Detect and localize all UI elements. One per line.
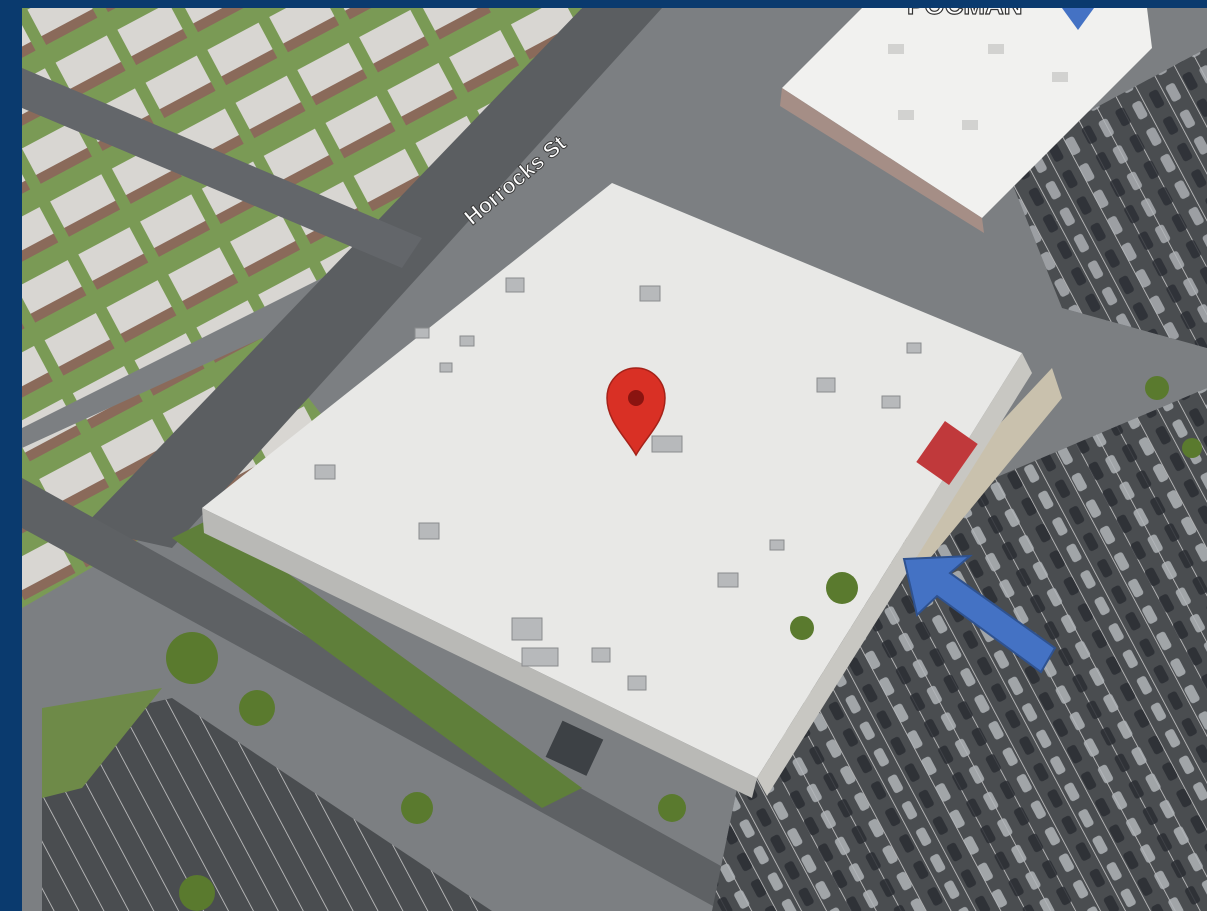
store-roof <box>202 183 1022 778</box>
sidewalk <box>902 368 1062 568</box>
blue-arrow-icon <box>902 554 1057 674</box>
store-entrance-sign <box>545 720 604 776</box>
neighbor-store-wall <box>780 88 984 233</box>
neighbor-roof-units <box>888 44 1068 130</box>
parked-cars <box>712 388 1207 911</box>
trees <box>166 376 1202 911</box>
store-wall-south <box>202 508 757 798</box>
parking-lot-southwest <box>42 698 492 911</box>
red-location-pin-icon[interactable] <box>606 367 666 457</box>
rooftop-hvac-units <box>314 277 922 691</box>
horrocks-street <box>82 8 662 548</box>
neighbor-store-roof <box>782 8 1152 218</box>
top-arrow-partial-icon <box>1062 8 1094 30</box>
target-sign <box>916 421 978 485</box>
satellite-map-view[interactable]: POCMAN Horrocks St <box>22 8 1207 911</box>
parked-cars-ne <box>1002 48 1207 348</box>
grass-patch <box>42 688 162 798</box>
side-street <box>22 68 422 268</box>
top-sign-partial-label: POCMAN <box>907 8 1023 20</box>
grass-strip <box>172 518 582 808</box>
aerial-image: POCMAN Horrocks St <box>22 8 1207 911</box>
